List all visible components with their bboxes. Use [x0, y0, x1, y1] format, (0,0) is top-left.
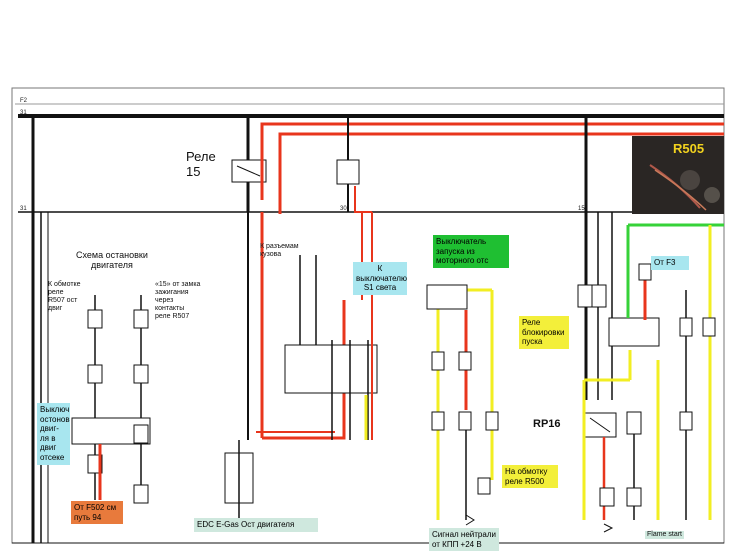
wire-marker: 31	[20, 110, 27, 116]
callout-rele-blok: Реле блокировки пуска	[519, 316, 569, 349]
wire-marker: 30	[340, 206, 347, 212]
callout-ot-f502: От F502 см путь 94	[71, 501, 123, 525]
ot-zamka-label: «15» от замка зажигания через контакты р…	[155, 281, 201, 321]
k-razemam-label: К разъемам кузова	[260, 243, 299, 259]
wire-marker: 31	[20, 206, 27, 212]
rp16-label: RP16	[533, 418, 561, 430]
connector-block	[284, 344, 378, 394]
relay-block-start	[608, 317, 660, 347]
schema-title: Схема остановки двигателя	[76, 250, 148, 271]
callout-k-vykl-s1: К выключателю S1 света	[353, 262, 407, 295]
callout-na-obmotku: На обмотку реле R500	[502, 465, 558, 489]
k-obmotke-label: К обмотке реле R507 ост двиг	[48, 281, 81, 313]
wire-marker: F2	[20, 98, 28, 104]
flame-start-label: Flame start	[645, 531, 685, 540]
relay-15-label: Реле 15	[186, 149, 216, 179]
callout-signal-neitr: Сигнал нейтрали от КПП +24 В	[429, 528, 499, 551]
callout-vykl-ostanov: Выключ остонов двиг-ля в двиг отсеке	[37, 403, 70, 465]
diagram-frame	[11, 87, 725, 544]
callout-vykl-zapuska: Выключатель запуска из моторного отс	[433, 235, 509, 268]
wire-marker: 15	[578, 206, 585, 212]
callout-ot-f3: От F3	[651, 256, 689, 270]
r505-label: R505	[673, 141, 705, 156]
callout-edc: EDC E-Gas Ост двигателя	[194, 518, 318, 532]
